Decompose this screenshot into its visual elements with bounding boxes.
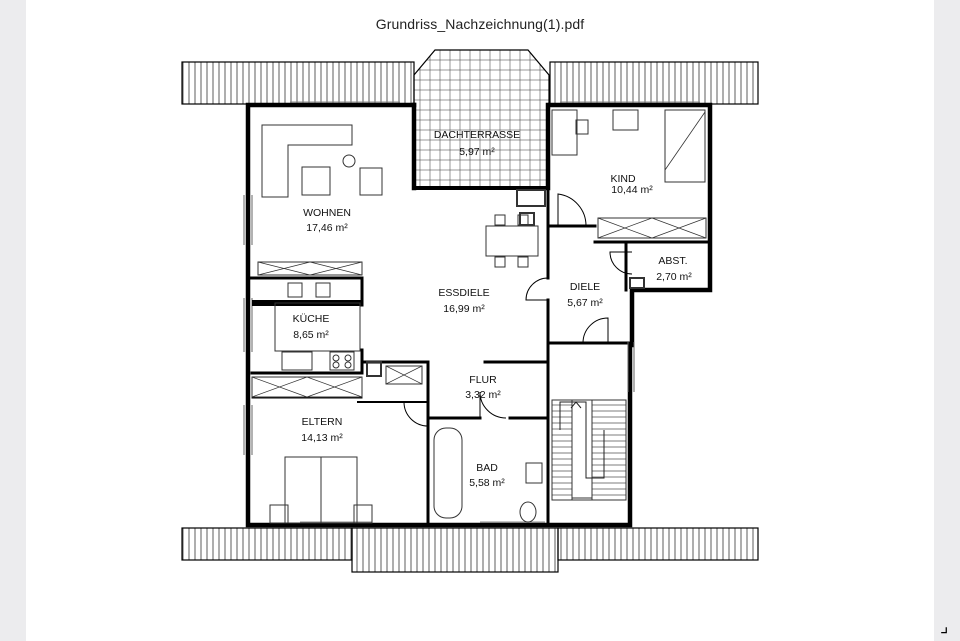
bathtub-icon [433, 427, 463, 519]
roof-bottom-center [351, 527, 559, 573]
room-name-abst: ABST. [658, 255, 687, 267]
lamp-icon [342, 154, 356, 168]
kitchen-counter-icon [274, 302, 361, 352]
room-name-flur: FLUR [469, 374, 497, 386]
room-name-wohnen: WOHNEN [303, 207, 351, 219]
room-area-kueche: 8,65 m² [293, 329, 329, 341]
room-name-kind: KIND [610, 173, 636, 185]
shelf-icon [257, 261, 363, 276]
coffee-table-icon [301, 166, 331, 196]
toilet-icon [519, 501, 537, 523]
wardrobe-icon [251, 376, 363, 398]
desk-icon [551, 109, 578, 156]
doors [403, 193, 633, 427]
walls [245, 102, 713, 528]
room-name-diele: DIELE [570, 281, 600, 293]
room-area-bad: 5,58 m² [469, 477, 505, 489]
resize-corner-icon[interactable]: ⌟ [940, 616, 949, 636]
roof-bottom-left [181, 527, 353, 561]
room-name-eltern: ELTERN [302, 416, 343, 428]
roof-top-right [549, 61, 759, 105]
armchair-icon [359, 167, 383, 196]
roof-bottom-right [557, 527, 759, 561]
room-area-flur: 3,32 m² [465, 389, 501, 401]
roof-top-left [181, 61, 415, 105]
washbasin-icon [525, 462, 543, 484]
chimney-icon [516, 189, 546, 207]
furniture [251, 109, 707, 524]
windows [243, 101, 700, 523]
bar-stool-icon [287, 282, 303, 298]
document-title: Grundriss_Nachzeichnung(1).pdf [375, 16, 585, 32]
room-name-kueche: KÜCHE [293, 313, 330, 325]
chimney-icon [366, 361, 382, 377]
sofa-icon [261, 124, 353, 198]
staircase [551, 399, 627, 501]
room-name-essdiele: ESSDIELE [438, 287, 489, 299]
room-area-kind: 10,44 m² [611, 184, 653, 196]
single-bed-icon [664, 109, 706, 183]
room-area-dachterrasse: 5,97 m² [459, 146, 495, 158]
sink-icon [281, 351, 313, 371]
room-area-eltern: 14,13 m² [301, 432, 343, 444]
room-labels: DACHTERRASSE 5,97 m² KIND 10,44 m² WOHNE… [293, 129, 693, 489]
wardrobe-icon [597, 217, 707, 239]
stove-icon [329, 351, 355, 371]
room-name-bad: BAD [476, 462, 498, 474]
room-area-diele: 5,67 m² [567, 297, 603, 309]
dining-table-icon [485, 225, 539, 257]
room-area-wohnen: 17,46 m² [306, 222, 348, 234]
roof-overhangs [181, 61, 759, 573]
dachterrasse-bay [413, 49, 550, 190]
room-name-dachterrasse: DACHTERRASSE [434, 129, 520, 141]
wardrobe-icon [385, 365, 423, 385]
room-area-essdiele: 16,99 m² [443, 303, 485, 315]
room-area-abst: 2,70 m² [656, 271, 692, 283]
